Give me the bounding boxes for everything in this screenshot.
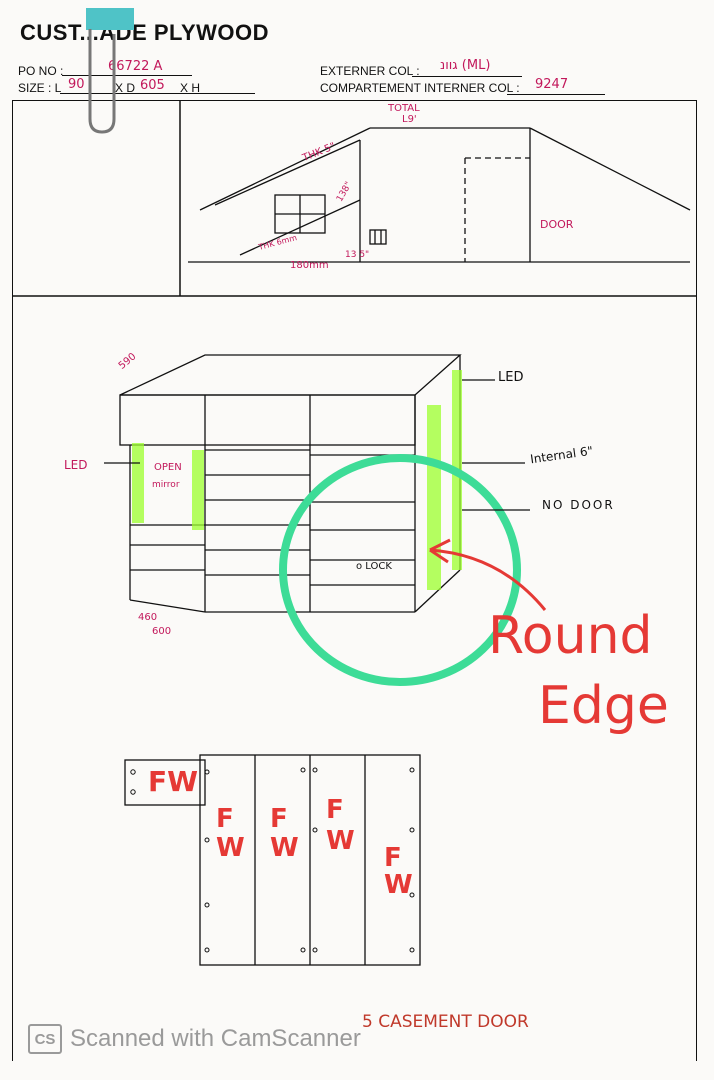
size-l-value: 90 [68,77,85,92]
lock-label: o LOCK [356,561,392,572]
externer-label: EXTERNER COL : [320,64,420,78]
drawing-frame [12,100,697,1061]
compartement-value: 9247 [535,77,569,92]
camscanner-logo-icon: CS [28,1024,62,1054]
edge-label: Edge [538,676,669,736]
po-underline [62,75,192,76]
compartement-underline [507,94,605,95]
total-label: TOTAL [388,103,420,114]
compartement-label: COMPARTEMENT INTERNER COL : [320,81,520,95]
door-panels [124,754,421,966]
round-edge-circle [279,454,521,686]
led-left-label: LED [64,458,88,472]
led-right-label: LED [498,370,524,385]
dim-135-label: 13 5" [345,250,370,260]
fw-panel-2: F W [270,804,299,863]
size-h-label: X H [180,81,201,95]
led-highlights [132,370,462,590]
dim-460-label: 460 [138,612,158,623]
po-label: PO NO : [18,64,64,78]
room-sketch [188,127,691,263]
size-label: SIZE : L [18,81,62,95]
clip-tab [86,8,134,30]
paper-clip-icon [88,29,116,134]
red-arrow-head [429,538,451,564]
page-title: CUST...ADE PLYWOOD [20,20,269,45]
size-d-label: X D [115,81,136,95]
door-hinges [130,767,415,953]
annotation-leaders [104,379,530,511]
open-label: OPEN [154,462,182,473]
total-value: L9' [402,114,417,125]
fw-panel-3: F W [326,795,355,857]
externer-value: גוונ (ML) [440,58,491,73]
size-d-value: 605 [140,78,165,93]
dim-600-label: 600 [152,626,172,637]
po-value: 66722 A [108,59,163,74]
dim-180-label: 180mm [290,260,329,271]
door-label: DOOR [540,218,574,231]
round-label: Round [488,606,653,666]
casement-caption: 5 CASEMENT DOOR [362,1012,529,1032]
no-door-label: NO DOOR [542,498,615,512]
fw-panel-1: F W [216,804,245,863]
size-underline [60,93,255,94]
red-arrow-line [429,548,547,611]
mirror-label: mirror [152,480,180,490]
fw-panel-4: F W [384,843,413,901]
externer-underline [412,76,522,77]
camscanner-watermark: CS Scanned with CamScanner [28,1024,361,1054]
watermark-text: Scanned with CamScanner [70,1025,361,1052]
wardrobe-sketch [119,354,462,613]
fw-corner-label: FW [148,765,199,798]
